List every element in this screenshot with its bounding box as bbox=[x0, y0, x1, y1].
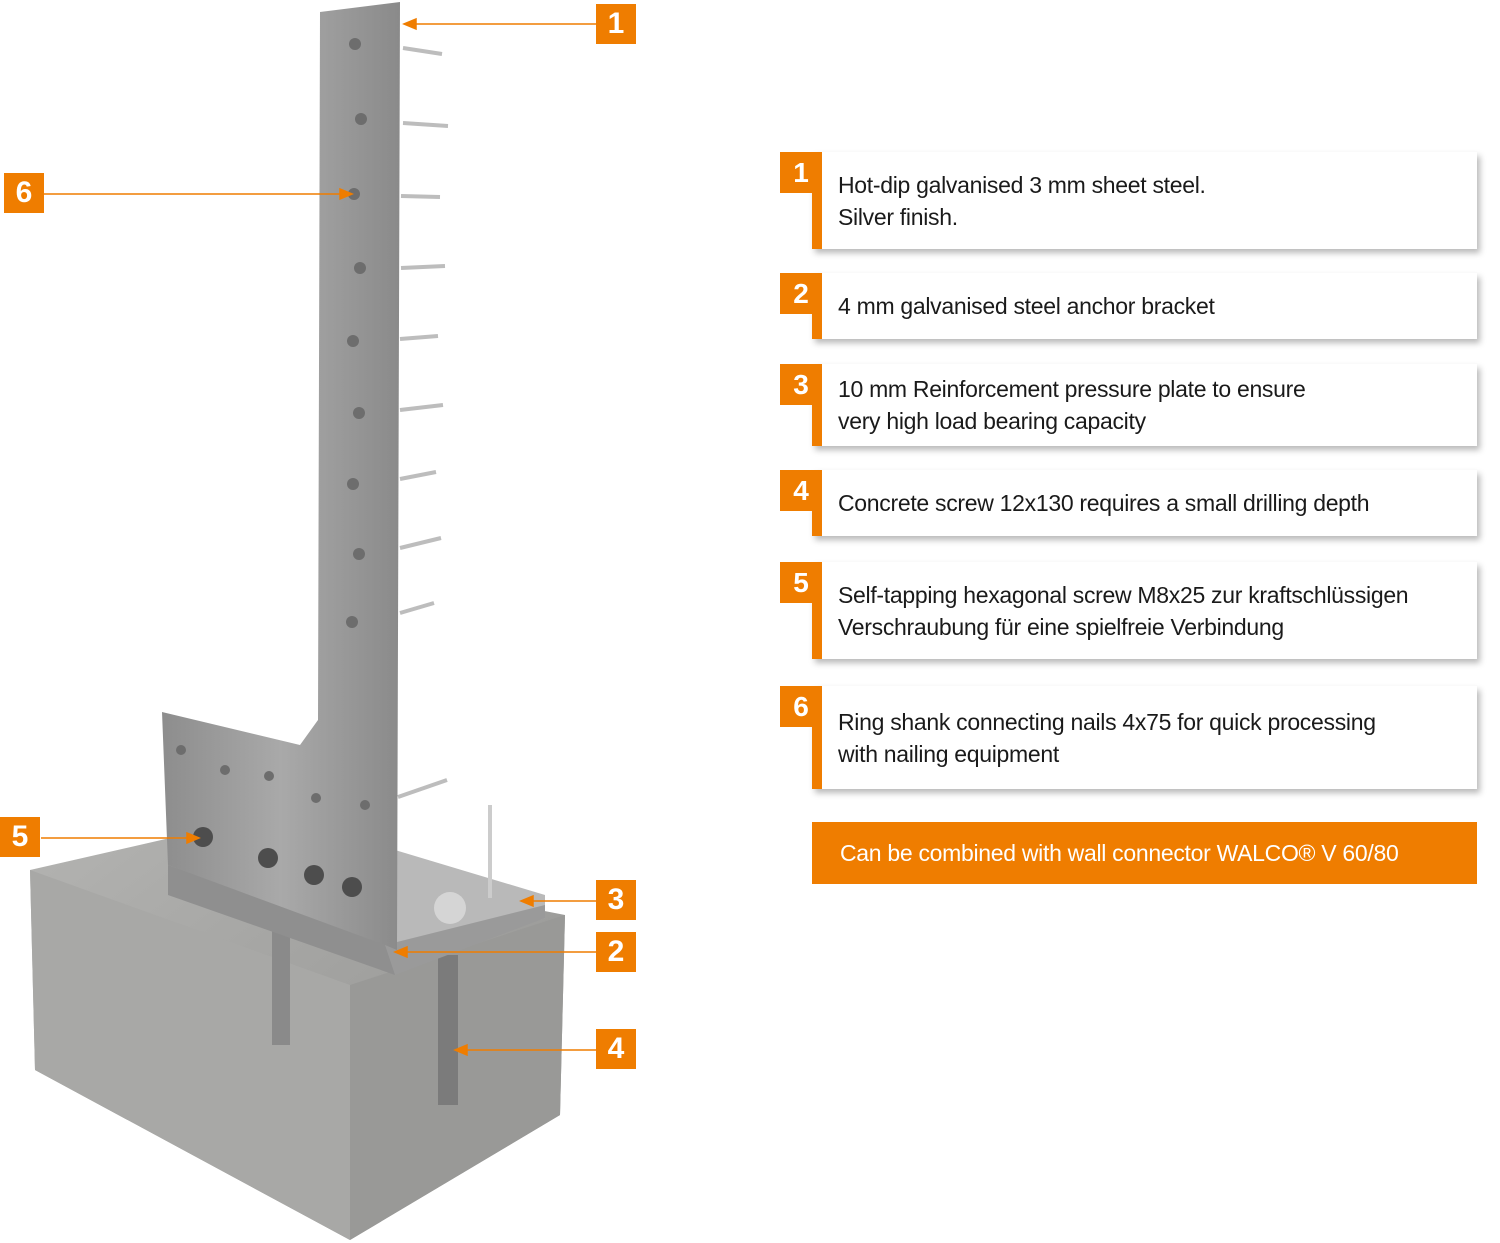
feature-number: 1 bbox=[780, 152, 822, 193]
steel-blade bbox=[162, 2, 400, 950]
callout-3: 3 bbox=[596, 880, 636, 920]
feature-text: Self-tapping hexagonal screw M8x25 zur k… bbox=[838, 581, 1409, 640]
hex-bolt bbox=[434, 892, 466, 924]
feature-text: 10 mm Reinforcement pressure plate to en… bbox=[838, 376, 1306, 434]
feature-card-3: 3 10 mm Reinforcement pressure plate to … bbox=[780, 364, 1477, 446]
ring-shank-nails bbox=[397, 46, 449, 799]
feature-text: Ring shank connecting nails 4x75 for qui… bbox=[838, 708, 1376, 767]
compatibility-banner: Can be combined with wall connector WALC… bbox=[812, 822, 1477, 884]
feature-number: 2 bbox=[780, 273, 822, 314]
callout-6: 6 bbox=[4, 173, 44, 213]
feature-text: 4 mm galvanised steel anchor bracket bbox=[838, 293, 1215, 319]
feature-card-2: 2 4 mm galvanised steel anchor bracket bbox=[780, 273, 1477, 339]
feature-text: Concrete screw 12x130 requires a small d… bbox=[838, 490, 1370, 516]
feature-number: 6 bbox=[780, 686, 822, 727]
feature-card-4: 4 Concrete screw 12x130 requires a small… bbox=[780, 470, 1477, 536]
callout-4: 4 bbox=[596, 1029, 636, 1069]
callout-2: 2 bbox=[596, 932, 636, 972]
leader-lines bbox=[41, 17, 596, 1057]
feature-card-5: 5 Self-tapping hexagonal screw M8x25 zur… bbox=[780, 562, 1477, 659]
feature-card-1: 1 Hot-dip galvanised 3 mm sheet steel. S… bbox=[780, 152, 1477, 249]
feature-number: 4 bbox=[780, 470, 822, 511]
feature-card-6: 6 Ring shank connecting nails 4x75 for q… bbox=[780, 686, 1477, 789]
holes bbox=[176, 38, 370, 810]
feature-number: 3 bbox=[780, 364, 822, 405]
hex-screws bbox=[193, 827, 362, 897]
feature-number: 5 bbox=[780, 562, 822, 603]
concrete-screw bbox=[438, 955, 458, 1105]
callout-1: 1 bbox=[596, 4, 636, 44]
concrete-screw bbox=[272, 930, 290, 1045]
feature-text: Hot-dip galvanised 3 mm sheet steel. Sil… bbox=[838, 171, 1206, 230]
bracket-illustration bbox=[30, 2, 596, 1240]
callout-5: 5 bbox=[0, 817, 40, 857]
